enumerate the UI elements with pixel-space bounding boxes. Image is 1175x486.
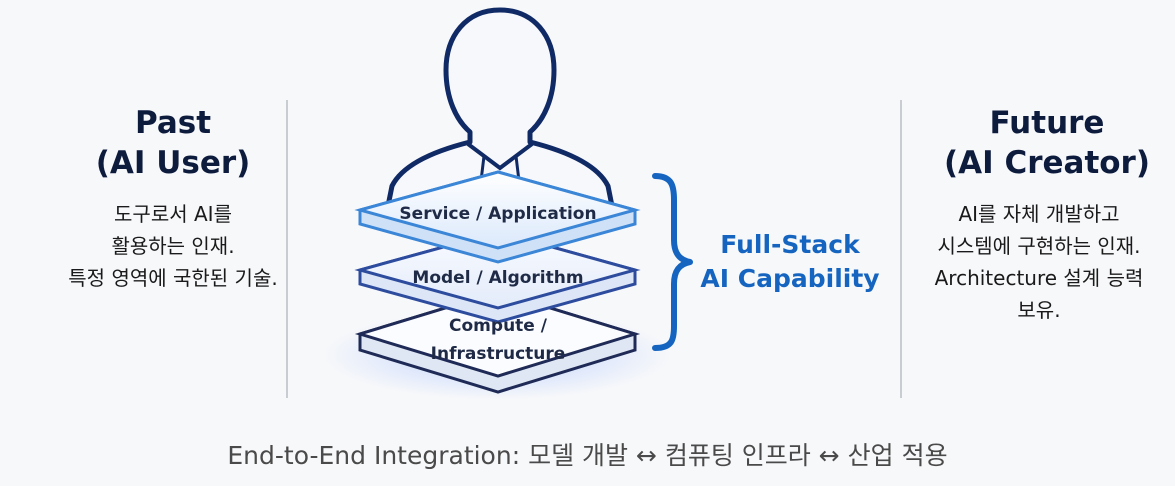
layer-model-algorithm [354,230,641,324]
full-stack-line1: Full-Stack [720,230,860,259]
layer-service-application [354,170,641,264]
past-desc-line: 활용하는 인재. [111,234,235,258]
past-desc-line: 도구로서 AI를 [114,202,232,226]
full-stack-line2: AI Capability [700,264,880,293]
layer-label-model: Model / Algorithm [412,268,583,288]
layer-label-compute: Compute / [449,316,548,336]
integration-footer: End-to-End Integration: 모델 개발 ↔ 컴퓨팅 인프라 … [227,441,948,470]
layer-label-service: Service / Application [399,204,596,224]
future-description: AI를 자체 개발하고 시스템에 구현하는 인재. Architecture 설… [905,198,1173,326]
full-stack-label: Full-Stack AI Capability [690,228,890,296]
future-desc-line: Architecture 설계 능력 [934,266,1144,290]
right-divider [900,100,902,398]
left-divider [286,100,288,398]
past-title: Past (AI User) [38,103,308,183]
past-title-line1: Past [134,105,212,141]
past-desc-line: 특정 영역에 국한된 기술. [68,266,278,290]
future-title-line2: (AI Creator) [943,145,1151,181]
future-title: Future (AI Creator) [912,103,1175,183]
layer-compute-infrastructure [354,290,641,394]
future-title-line1: Future [989,105,1105,141]
past-title-line2: (AI User) [95,145,251,181]
future-desc-line: 보유. [1017,298,1061,322]
past-description: 도구로서 AI를 활용하는 인재. 특정 영역에 국한된 기술. [8,198,338,294]
future-desc-line: 시스템에 구현하는 인재. [937,234,1141,258]
curly-brace-icon [652,173,693,351]
layer-label-infrastructure: Infrastructure [431,344,566,364]
future-desc-line: AI를 자체 개발하고 [958,202,1120,226]
